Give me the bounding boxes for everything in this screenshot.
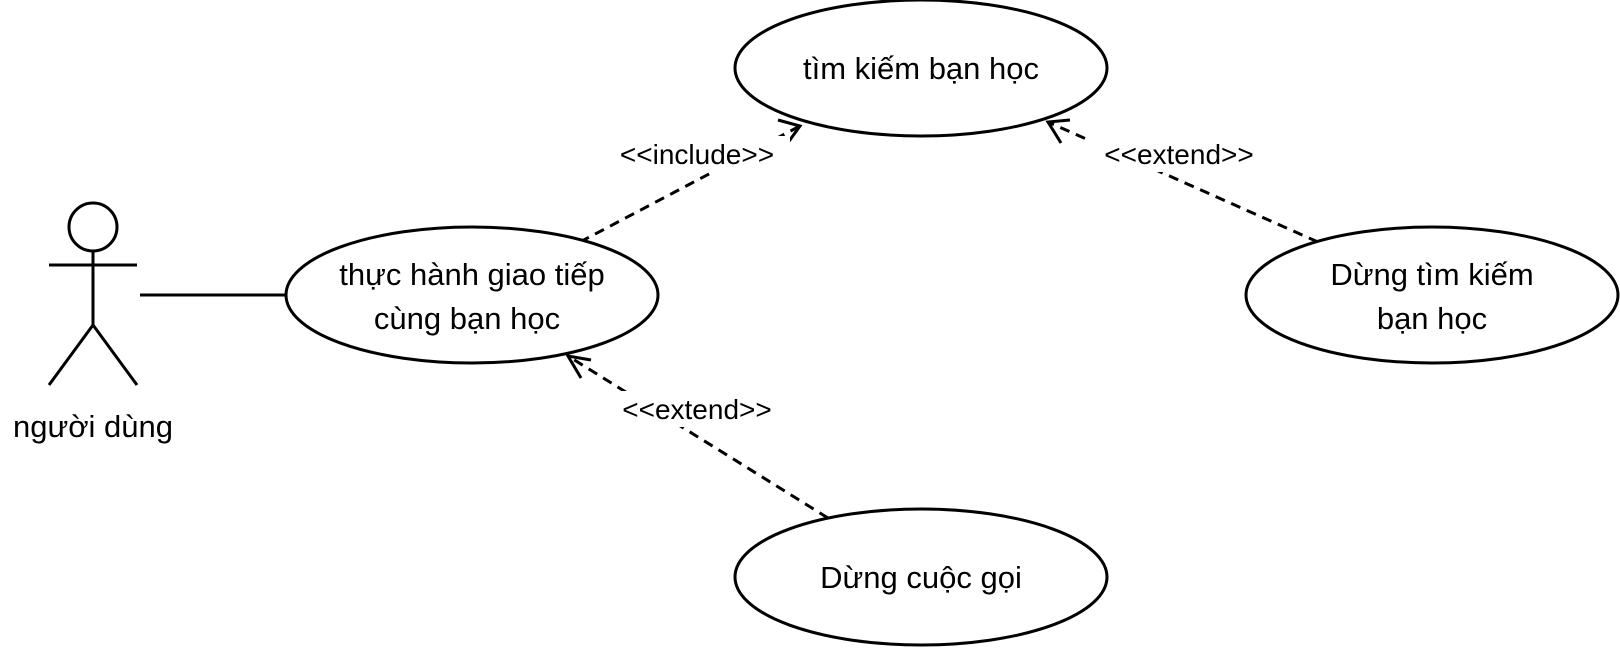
use-case-stop-search-ellipse — [1244, 225, 1620, 365]
extend-label-top: <<extend>> — [1104, 139, 1253, 170]
actor-left-leg — [47, 324, 95, 386]
use-case-stop-call-ellipse — [733, 507, 1109, 647]
use-case-stop-search-label-line1: Dừng tìm kiếm — [1330, 257, 1533, 292]
use-case-stop-search-label-line2: bạn học — [1377, 301, 1487, 336]
use-case-stop-call-label: Dừng cuộc gọi — [820, 560, 1022, 595]
use-case-search-ellipse — [733, 0, 1109, 138]
use-case-practice-ellipse — [284, 225, 660, 365]
extend-arrowhead-bottom — [565, 353, 592, 379]
use-case-practice-label-line2: cùng bạn học — [374, 301, 560, 336]
use-case-practice[interactable]: thực hành giao tiếp cùng bạn học — [284, 225, 660, 365]
use-case-search-label: tìm kiếm bạn học — [803, 51, 1039, 86]
actor-head — [67, 201, 119, 253]
extend-arrowhead-top — [1045, 118, 1071, 144]
use-case-stop-search[interactable]: Dừng tìm kiếm bạn học — [1244, 225, 1620, 365]
use-case-practice-label-line1: thực hành giao tiếp — [339, 257, 605, 292]
include-arrowhead — [777, 118, 803, 145]
extend-relation-line-bottom — [567, 354, 829, 520]
extend-label-top-bg — [1090, 136, 1268, 172]
actor[interactable]: người dùng — [13, 201, 173, 444]
extend-label-bottom-bg — [607, 391, 785, 427]
use-case-search[interactable]: tìm kiếm bạn học — [733, 0, 1109, 138]
include-label: <<include>> — [620, 139, 774, 170]
extend-label-bottom: <<extend>> — [622, 394, 771, 425]
use-case-stop-call[interactable]: Dừng cuộc gọi — [733, 507, 1109, 647]
include-label-bg — [604, 136, 790, 172]
actor-right-leg — [91, 324, 139, 386]
actor-label: người dùng — [13, 409, 173, 444]
